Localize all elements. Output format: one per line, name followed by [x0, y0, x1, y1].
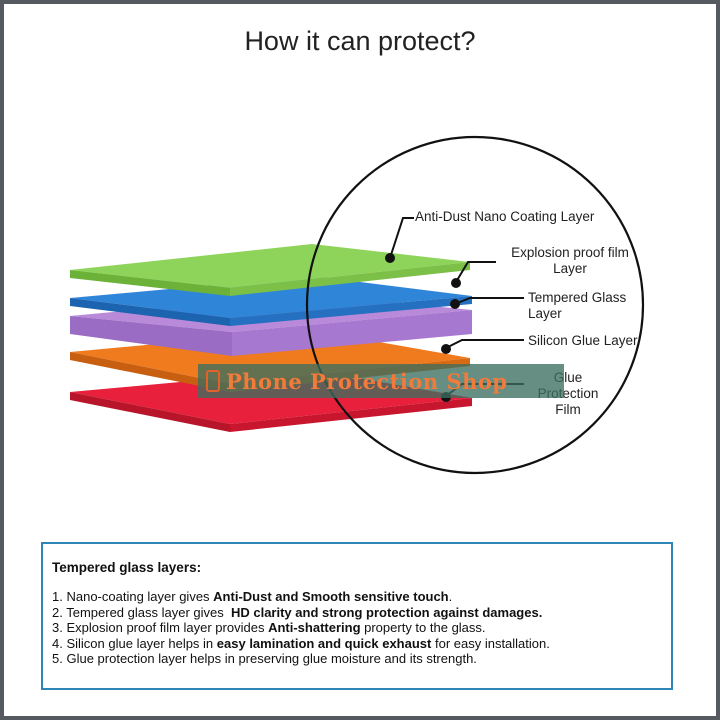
callout-explosion-proof-film: Explosion proof film Layer	[500, 245, 640, 277]
callout-tempered-line-1: Tempered Glass	[528, 290, 627, 305]
list-item: 3. Explosion proof film layer provides A…	[52, 620, 486, 635]
callout-explosion-line-1: Explosion proof film	[511, 245, 629, 260]
info-list: 1. Nano-coating layer gives Anti-Dust an…	[52, 589, 671, 667]
callout-silicon-glue: Silicon Glue Layer	[528, 333, 638, 348]
callout-anti-dust-nano-coating: Anti-Dust Nano Coating Layer	[415, 209, 595, 224]
callout-explosion-line-2: Layer	[553, 261, 587, 276]
watermark-text: Phone Protection Shop	[226, 368, 508, 394]
callout-tempered-glass: Tempered Glass Layer	[528, 290, 626, 322]
info-heading: Tempered glass layers:	[52, 560, 202, 575]
info-box: Tempered glass layers: 1. Nano-coating l…	[41, 542, 673, 690]
page-title: How it can protect?	[244, 26, 476, 56]
layer-tempered-glass	[70, 276, 472, 326]
list-item: 4. Silicon glue layer helps in easy lami…	[52, 635, 550, 651]
callout-glue-line-3: Film	[555, 402, 581, 417]
list-item: 1. Nano-coating layer gives Anti-Dust an…	[52, 589, 453, 604]
layer-anti-dust-nano-coating	[70, 244, 470, 296]
callout-tempered-line-2: Layer	[528, 306, 562, 321]
watermark-banner: Phone Protection Shop	[198, 364, 564, 398]
phone-icon	[206, 370, 220, 392]
magnifier-circle	[305, 135, 645, 475]
list-item: 2. Tempered glass layer gives HD clarity…	[52, 604, 543, 620]
list-item: 5. Glue protection layer helps in preser…	[52, 651, 477, 666]
